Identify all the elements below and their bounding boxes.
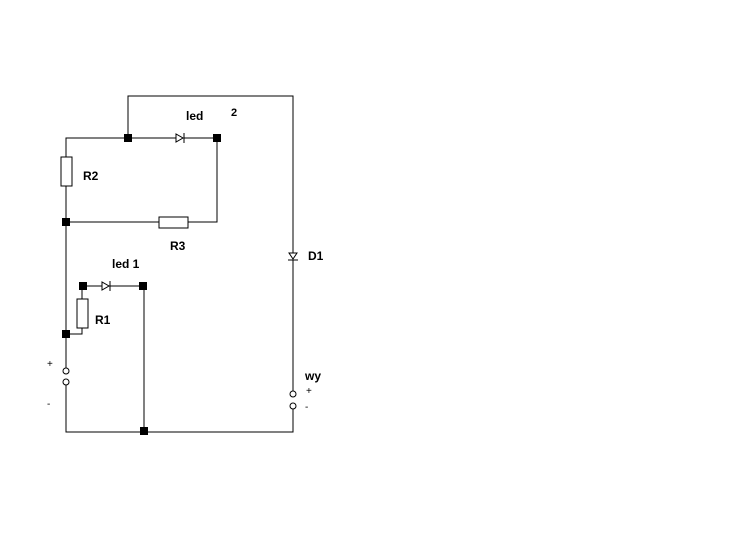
terminal-left-plus bbox=[62, 367, 70, 375]
label-left-minus: - bbox=[47, 399, 50, 410]
wire-bottom bbox=[65, 383, 294, 433]
wire-top-outer bbox=[127, 95, 294, 253]
label-r1: R1 bbox=[95, 313, 111, 327]
diode-led1-icon bbox=[101, 281, 111, 291]
node bbox=[213, 134, 221, 142]
node bbox=[124, 134, 132, 142]
resistor-r1 bbox=[76, 298, 89, 329]
label-left-plus: + bbox=[47, 359, 53, 370]
label-wy: wy bbox=[304, 369, 321, 383]
label-r3: R3 bbox=[170, 239, 186, 253]
resistor-r3 bbox=[158, 216, 189, 229]
resistor-r2 bbox=[60, 156, 73, 187]
node bbox=[62, 218, 70, 226]
node bbox=[62, 330, 70, 338]
label-led2-number: 2 bbox=[231, 107, 237, 119]
junction-nodes bbox=[62, 134, 221, 435]
label-d1: D1 bbox=[308, 249, 324, 263]
diode-d1-icon bbox=[288, 252, 298, 261]
label-r2: R2 bbox=[83, 169, 99, 183]
terminals bbox=[62, 367, 297, 410]
terminal-right-minus bbox=[289, 402, 297, 410]
wire-led2-branch bbox=[65, 137, 218, 223]
label-right-plus: + bbox=[306, 386, 312, 397]
terminal-left-minus bbox=[62, 378, 70, 386]
label-right-minus: - bbox=[305, 402, 308, 413]
node bbox=[79, 282, 87, 290]
wire-r2-r3 bbox=[65, 186, 159, 223]
wires bbox=[65, 95, 294, 433]
label-led1: led 1 bbox=[112, 257, 140, 271]
terminal-right-plus bbox=[289, 390, 297, 398]
node bbox=[139, 282, 147, 290]
label-led2: led bbox=[186, 109, 203, 123]
node bbox=[140, 427, 148, 435]
diode-led2-icon bbox=[175, 133, 185, 143]
